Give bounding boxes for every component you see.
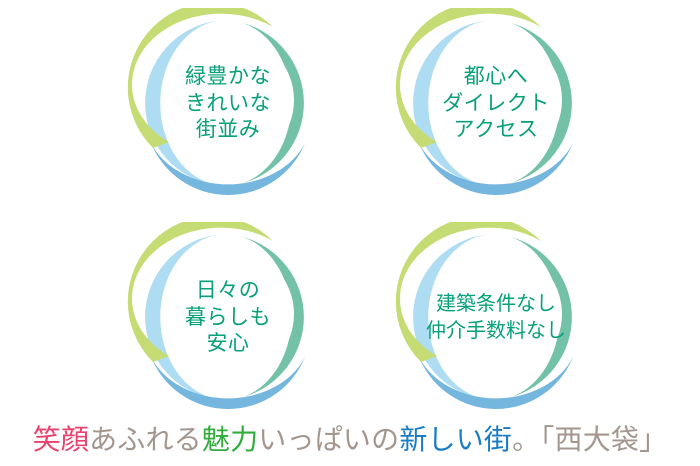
badge-direct-access[interactable]: 都心へ ダイレクト アクセス — [391, 8, 601, 198]
tagline-segment-full-of: いっぱいの — [258, 423, 400, 456]
badge-green-townscape[interactable]: 緑豊かな きれいな 街並み — [123, 8, 333, 198]
badge-daily-security[interactable]: 日々の 暮らしも 安心 — [123, 222, 333, 412]
swirl-ring-icon — [395, 8, 573, 196]
swirl-ring-icon — [127, 222, 305, 410]
swirl-ring-icon — [127, 8, 305, 196]
tagline-segment-smile: 笑顔 — [32, 423, 90, 456]
tagline: 笑顔 あふれる 魅力 いっぱいの 新しい街 。「西大袋」 — [0, 414, 700, 466]
tagline-segment-place-name: 。「西大袋」 — [512, 423, 668, 456]
badge-no-fees[interactable]: 建築条件なし 仲介手数料なし — [391, 222, 601, 412]
tagline-segment-new-town: 新しい街 — [399, 423, 513, 456]
tagline-segment-charm: 魅力 — [201, 423, 259, 456]
badge-grid: 緑豊かな きれいな 街並み 都心へ ダイレクト アクセス — [123, 8, 601, 410]
tagline-segment-abundant: あふれる — [89, 423, 202, 456]
swirl-ring-icon — [395, 222, 573, 410]
